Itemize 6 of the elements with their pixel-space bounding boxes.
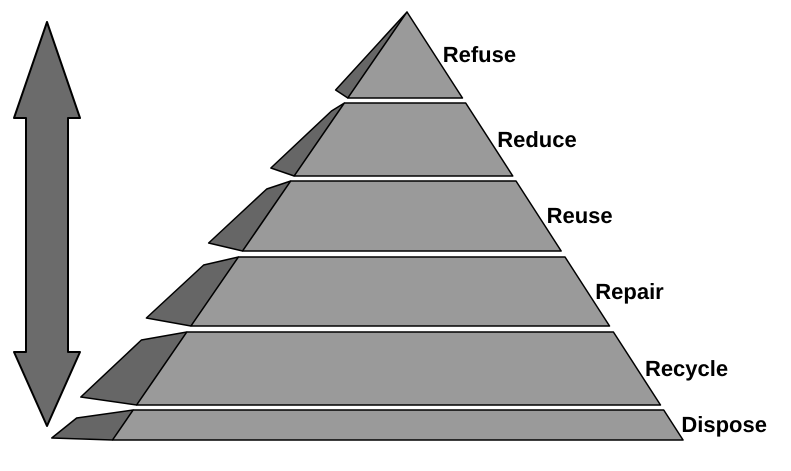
- layer-label: Dispose: [681, 412, 767, 438]
- layer-label: Refuse: [442, 42, 516, 68]
- layer-label: Reduce: [497, 126, 577, 152]
- layer-label: Repair: [595, 278, 664, 304]
- layer-label: Recycle: [644, 356, 728, 382]
- layer-label: Reuse: [546, 203, 613, 229]
